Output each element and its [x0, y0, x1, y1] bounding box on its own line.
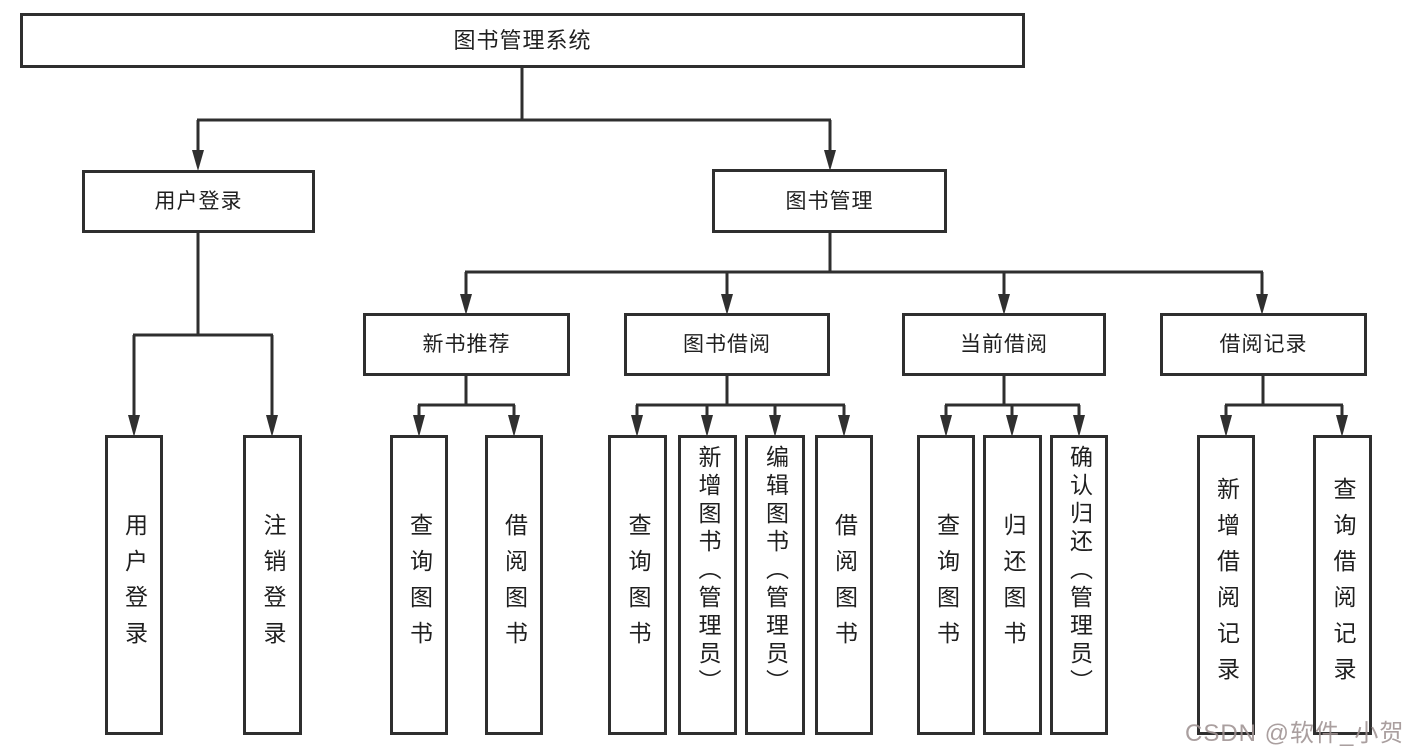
node-user-login: 用户登录 — [82, 170, 315, 233]
leaf-borrow-books-recommend: 借阅图书 — [485, 435, 543, 735]
csdn-watermark: CSDN @软件_小贺同学 — [1185, 720, 1405, 747]
node-label: 新书推荐 — [422, 333, 511, 356]
node-label: 用户登录 — [121, 513, 148, 657]
leaf-add-borrow-record: 新增借阅记录 — [1197, 435, 1255, 735]
node-label: 查询图书 — [406, 513, 433, 657]
node-borrowing-records: 借阅记录 — [1160, 313, 1367, 376]
leaf-search-books-recommend: 查询图书 — [390, 435, 448, 735]
node-new-book-recommend: 新书推荐 — [363, 313, 570, 376]
node-label: 图书借阅 — [683, 333, 771, 356]
node-label: 借阅图书 — [501, 513, 528, 657]
node-label: 归还图书 — [1000, 513, 1026, 657]
leaf-user-login: 用户登录 — [105, 435, 163, 735]
node-label: 查询借阅记录 — [1330, 477, 1356, 693]
leaf-confirm-return-admin: 确认归还（管理员） — [1050, 435, 1108, 735]
node-label: 借阅图书 — [831, 513, 858, 657]
node-label: 编辑图书（管理员） — [762, 445, 789, 697]
leaf-search-borrow-record: 查询借阅记录 — [1313, 435, 1372, 735]
node-label: 新增图书（管理员） — [695, 445, 721, 697]
node-label: 图书管理 — [785, 189, 874, 213]
leaf-search-books-current: 查询图书 — [917, 435, 975, 735]
node-label: 图书管理系统 — [453, 27, 592, 53]
leaf-add-book-admin: 新增图书（管理员） — [678, 435, 737, 735]
node-label: 查询图书 — [933, 513, 960, 657]
node-book-management: 图书管理 — [712, 169, 947, 233]
node-label: 新增借阅记录 — [1213, 477, 1240, 693]
leaf-edit-book-admin: 编辑图书（管理员） — [745, 435, 805, 735]
node-label: 用户登录 — [154, 190, 243, 213]
leaf-search-books-borrowing: 查询图书 — [608, 435, 667, 735]
node-library-management-system: 图书管理系统 — [20, 13, 1025, 68]
node-current-borrowing: 当前借阅 — [902, 313, 1106, 376]
leaf-borrow-books-borrowing: 借阅图书 — [815, 435, 873, 735]
node-label: 确认归还（管理员） — [1066, 445, 1093, 697]
leaf-return-books: 归还图书 — [983, 435, 1042, 735]
node-book-borrowing: 图书借阅 — [624, 313, 830, 376]
node-label: 查询图书 — [625, 513, 651, 657]
leaf-logout: 注销登录 — [243, 435, 302, 735]
node-label: 当前借阅 — [960, 333, 1048, 356]
node-label: 注销登录 — [260, 513, 286, 657]
node-label: 借阅记录 — [1219, 333, 1308, 356]
